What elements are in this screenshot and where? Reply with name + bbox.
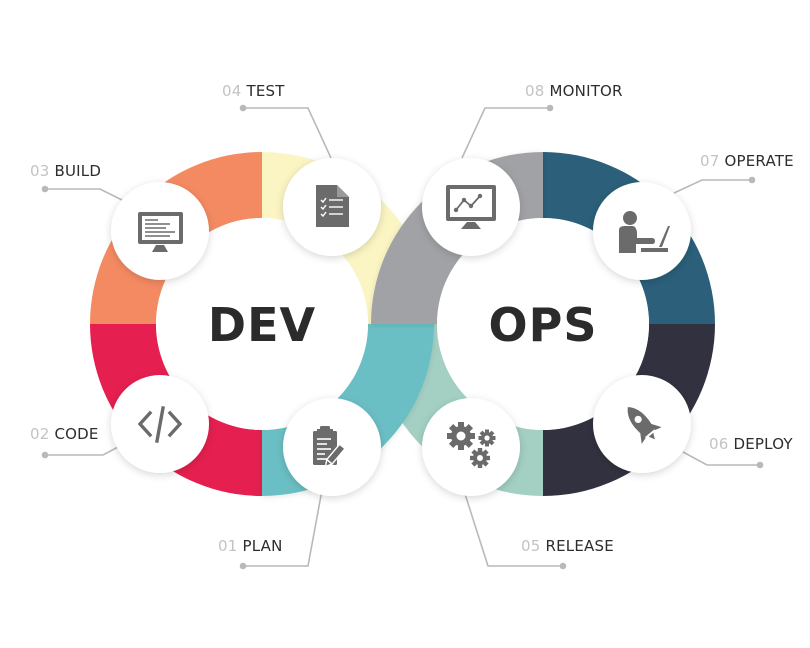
stage-name: MONITOR [549,82,623,100]
monitor-document-icon [138,212,183,252]
rocket-icon [627,407,662,444]
stage-number: 03 [30,162,50,180]
stage-name: RELEASE [545,537,614,555]
clipboard-pencil-icon [313,426,346,468]
connector-plan [243,489,323,567]
connectors [41,104,764,570]
stage-name: CODE [54,425,99,443]
dev-hub [156,218,368,430]
monitor-chart-icon [446,185,496,229]
stage-name: PLAN [242,537,283,555]
connector-code [45,446,119,456]
gears-icon [447,422,496,468]
stage-name: BUILD [54,162,102,180]
stage-number: 06 [709,435,729,453]
connector-monitor [461,107,550,159]
connector-test [243,107,332,159]
stage-number: 02 [30,425,50,443]
badge-operate [593,182,691,280]
person-laptop-icon [619,211,670,253]
connector-deploy [682,451,760,466]
stage-number: 04 [222,82,242,100]
connector-operate [673,179,752,194]
ops-hub [437,218,649,430]
connector-release [464,493,563,567]
checklist-document-icon [316,185,349,227]
ops-hub-label: OPS [488,298,598,352]
connector-build [45,188,123,201]
stage-number: 08 [525,82,545,100]
dev-hub-label: DEV [207,298,317,352]
badge-release [422,398,520,496]
stage-name: TEST [246,82,285,100]
stage-name: DEPLOY [733,435,793,453]
stage-number: 05 [521,537,541,555]
code-brackets-icon [137,406,183,443]
stage-number: 01 [218,537,238,555]
stage-name: OPERATE [724,152,794,170]
stage-number: 07 [700,152,720,170]
